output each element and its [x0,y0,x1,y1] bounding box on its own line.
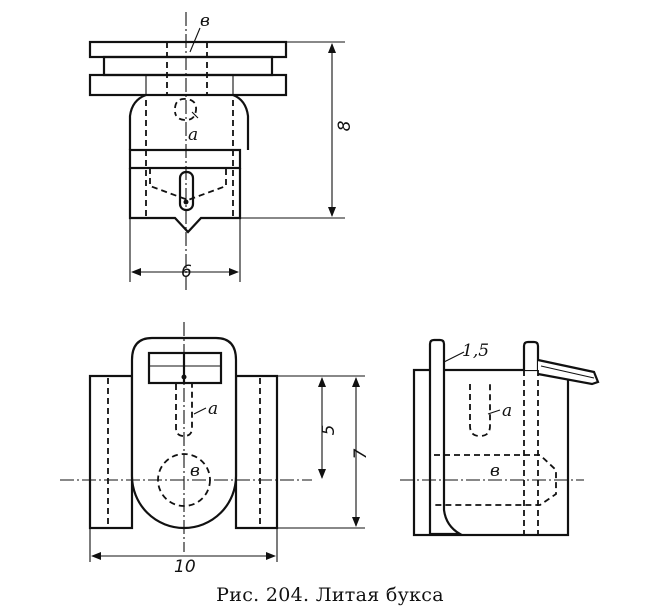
dim-front-height-total: 7 [351,448,371,459]
dim-front-width: 10 [174,557,196,577]
dim-top-width: 6 [181,262,192,282]
dim-front-height-inner: 5 [319,425,339,436]
label-front-hole-v: в [190,461,200,481]
dim-top-height: 8 [335,120,355,131]
label-front-hole-a: а [208,399,218,419]
figure-caption: Рис. 204. Литая букса [0,584,660,606]
figure-number: Рис. 204. [216,584,310,606]
front-view: а в 5 7 10 [60,322,371,577]
label-side-hole-a: а [502,401,512,421]
side-view: 1,5 а в [400,338,600,537]
label-side-hole-v: в [490,461,500,481]
figure-title: Литая букса [315,584,444,606]
label-top-hole-a: а [188,125,198,145]
label-side-wall: 1,5 [462,341,489,361]
top-view: в а 8 6 [88,11,355,290]
label-top-hole-v: в [200,11,210,31]
casting-drawing: в а 8 6 а в [60,11,600,577]
